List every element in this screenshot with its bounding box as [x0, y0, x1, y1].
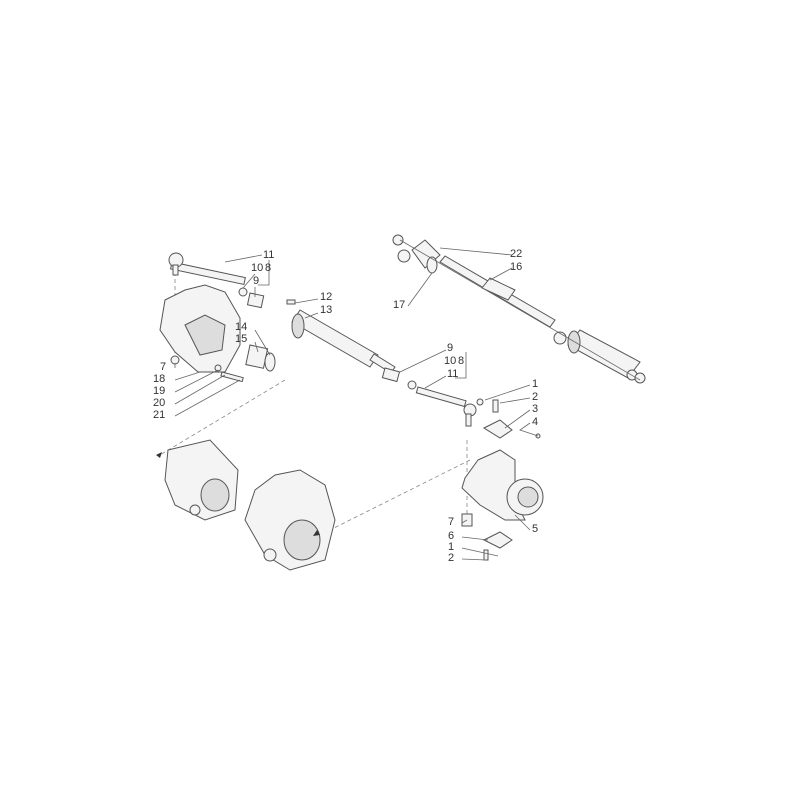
bushings-left [214, 287, 276, 383]
tie-rod-middle [381, 367, 477, 427]
axle-housing-left-alt [164, 439, 239, 521]
callout-22: 22 [510, 248, 522, 260]
callout-3: 3 [532, 403, 538, 415]
callout-17: 17 [393, 299, 405, 311]
callout-8: 8 [265, 262, 271, 274]
callout-5: 5 [532, 523, 538, 535]
callout-11: 11 [263, 249, 274, 261]
callout-20: 20 [153, 397, 165, 409]
callout-6: 6 [448, 530, 454, 542]
callout-13: 13 [320, 304, 332, 316]
callout-7: 7 [160, 361, 166, 373]
callout-11: 11 [447, 368, 458, 380]
callout-12: 12 [320, 291, 332, 303]
callout-15: 15 [235, 333, 247, 345]
callout-2: 2 [532, 391, 538, 403]
callout-8: 8 [458, 355, 464, 367]
callout-18: 18 [153, 373, 165, 385]
callout-1: 1 [532, 378, 538, 390]
callout-2: 2 [448, 552, 454, 564]
knuckle-right [461, 398, 544, 561]
callout-10: 10 [251, 262, 263, 274]
leader-lines [174, 247, 539, 561]
callout-1: 1 [448, 541, 454, 553]
callout-4: 4 [532, 416, 538, 428]
callout-9: 9 [447, 342, 453, 354]
callout-10: 10 [444, 355, 456, 367]
arrow-icon [156, 452, 162, 458]
steering-cylinder [286, 299, 396, 374]
assembly-line [159, 379, 286, 456]
axle-housing-right-alt [244, 469, 336, 571]
callout-14: 14 [235, 321, 247, 333]
callout-21: 21 [153, 409, 165, 421]
callout-7: 7 [448, 516, 454, 528]
tie-rod-left [168, 252, 246, 286]
callout-19: 19 [153, 385, 165, 397]
callout-9: 9 [253, 275, 259, 287]
callout-16: 16 [510, 261, 522, 273]
knuckle-housing-left [159, 284, 241, 373]
arrow-icon [313, 530, 320, 536]
cylinder-exploded [392, 234, 646, 384]
